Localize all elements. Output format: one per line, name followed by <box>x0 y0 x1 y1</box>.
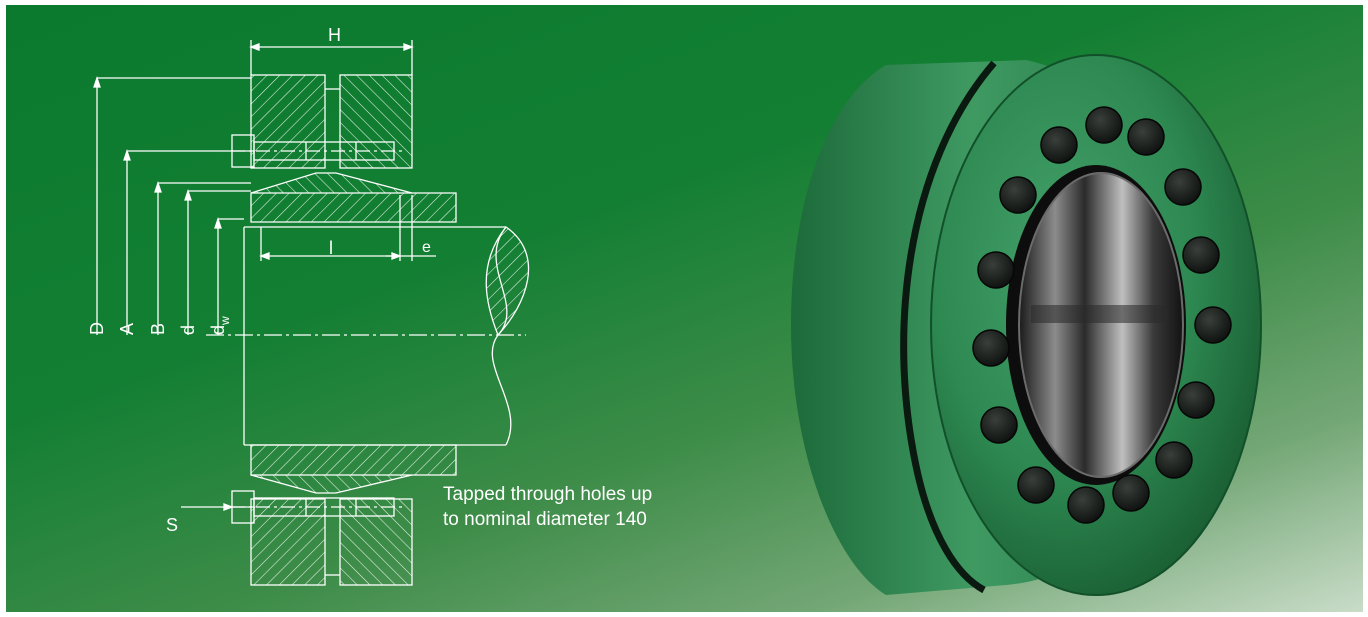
dimension-labels: H l e S D A B d dw <box>87 25 431 535</box>
inner-ring-bottom <box>250 444 457 476</box>
screw-bottom <box>181 490 406 524</box>
dimension-l-e <box>259 195 436 261</box>
product-illustration: H l e S D A B d dw <box>6 5 1363 612</box>
shaft <box>206 226 530 446</box>
screw-top <box>231 134 406 168</box>
note-line-2: to nominal diameter 140 <box>443 509 647 530</box>
collar-top-left <box>250 74 326 169</box>
inner-ring-top <box>250 192 457 223</box>
collar-bottom-right <box>339 498 413 586</box>
label-e: e <box>422 239 431 256</box>
label-a: A <box>117 323 137 335</box>
dimension-lines-left <box>93 75 251 335</box>
locking-assembly-product-icon <box>791 54 1262 596</box>
label-b: B <box>148 323 168 335</box>
label-dw: dw <box>208 316 232 335</box>
label-d-outer: D <box>87 322 107 335</box>
bolt-heads <box>972 106 1232 524</box>
label-s: S <box>166 515 178 535</box>
cross-section-drawing <box>93 40 530 586</box>
collar-bottom-left <box>250 498 326 586</box>
label-d: d <box>178 325 198 335</box>
label-l: l <box>329 238 333 258</box>
label-h: H <box>328 25 341 45</box>
technical-drawing-svg: H l e S D A B d dw <box>87 25 1262 596</box>
dimension-h <box>249 40 414 75</box>
collar-top-right <box>339 74 413 169</box>
note-line-1: Tapped through holes up <box>443 484 653 505</box>
